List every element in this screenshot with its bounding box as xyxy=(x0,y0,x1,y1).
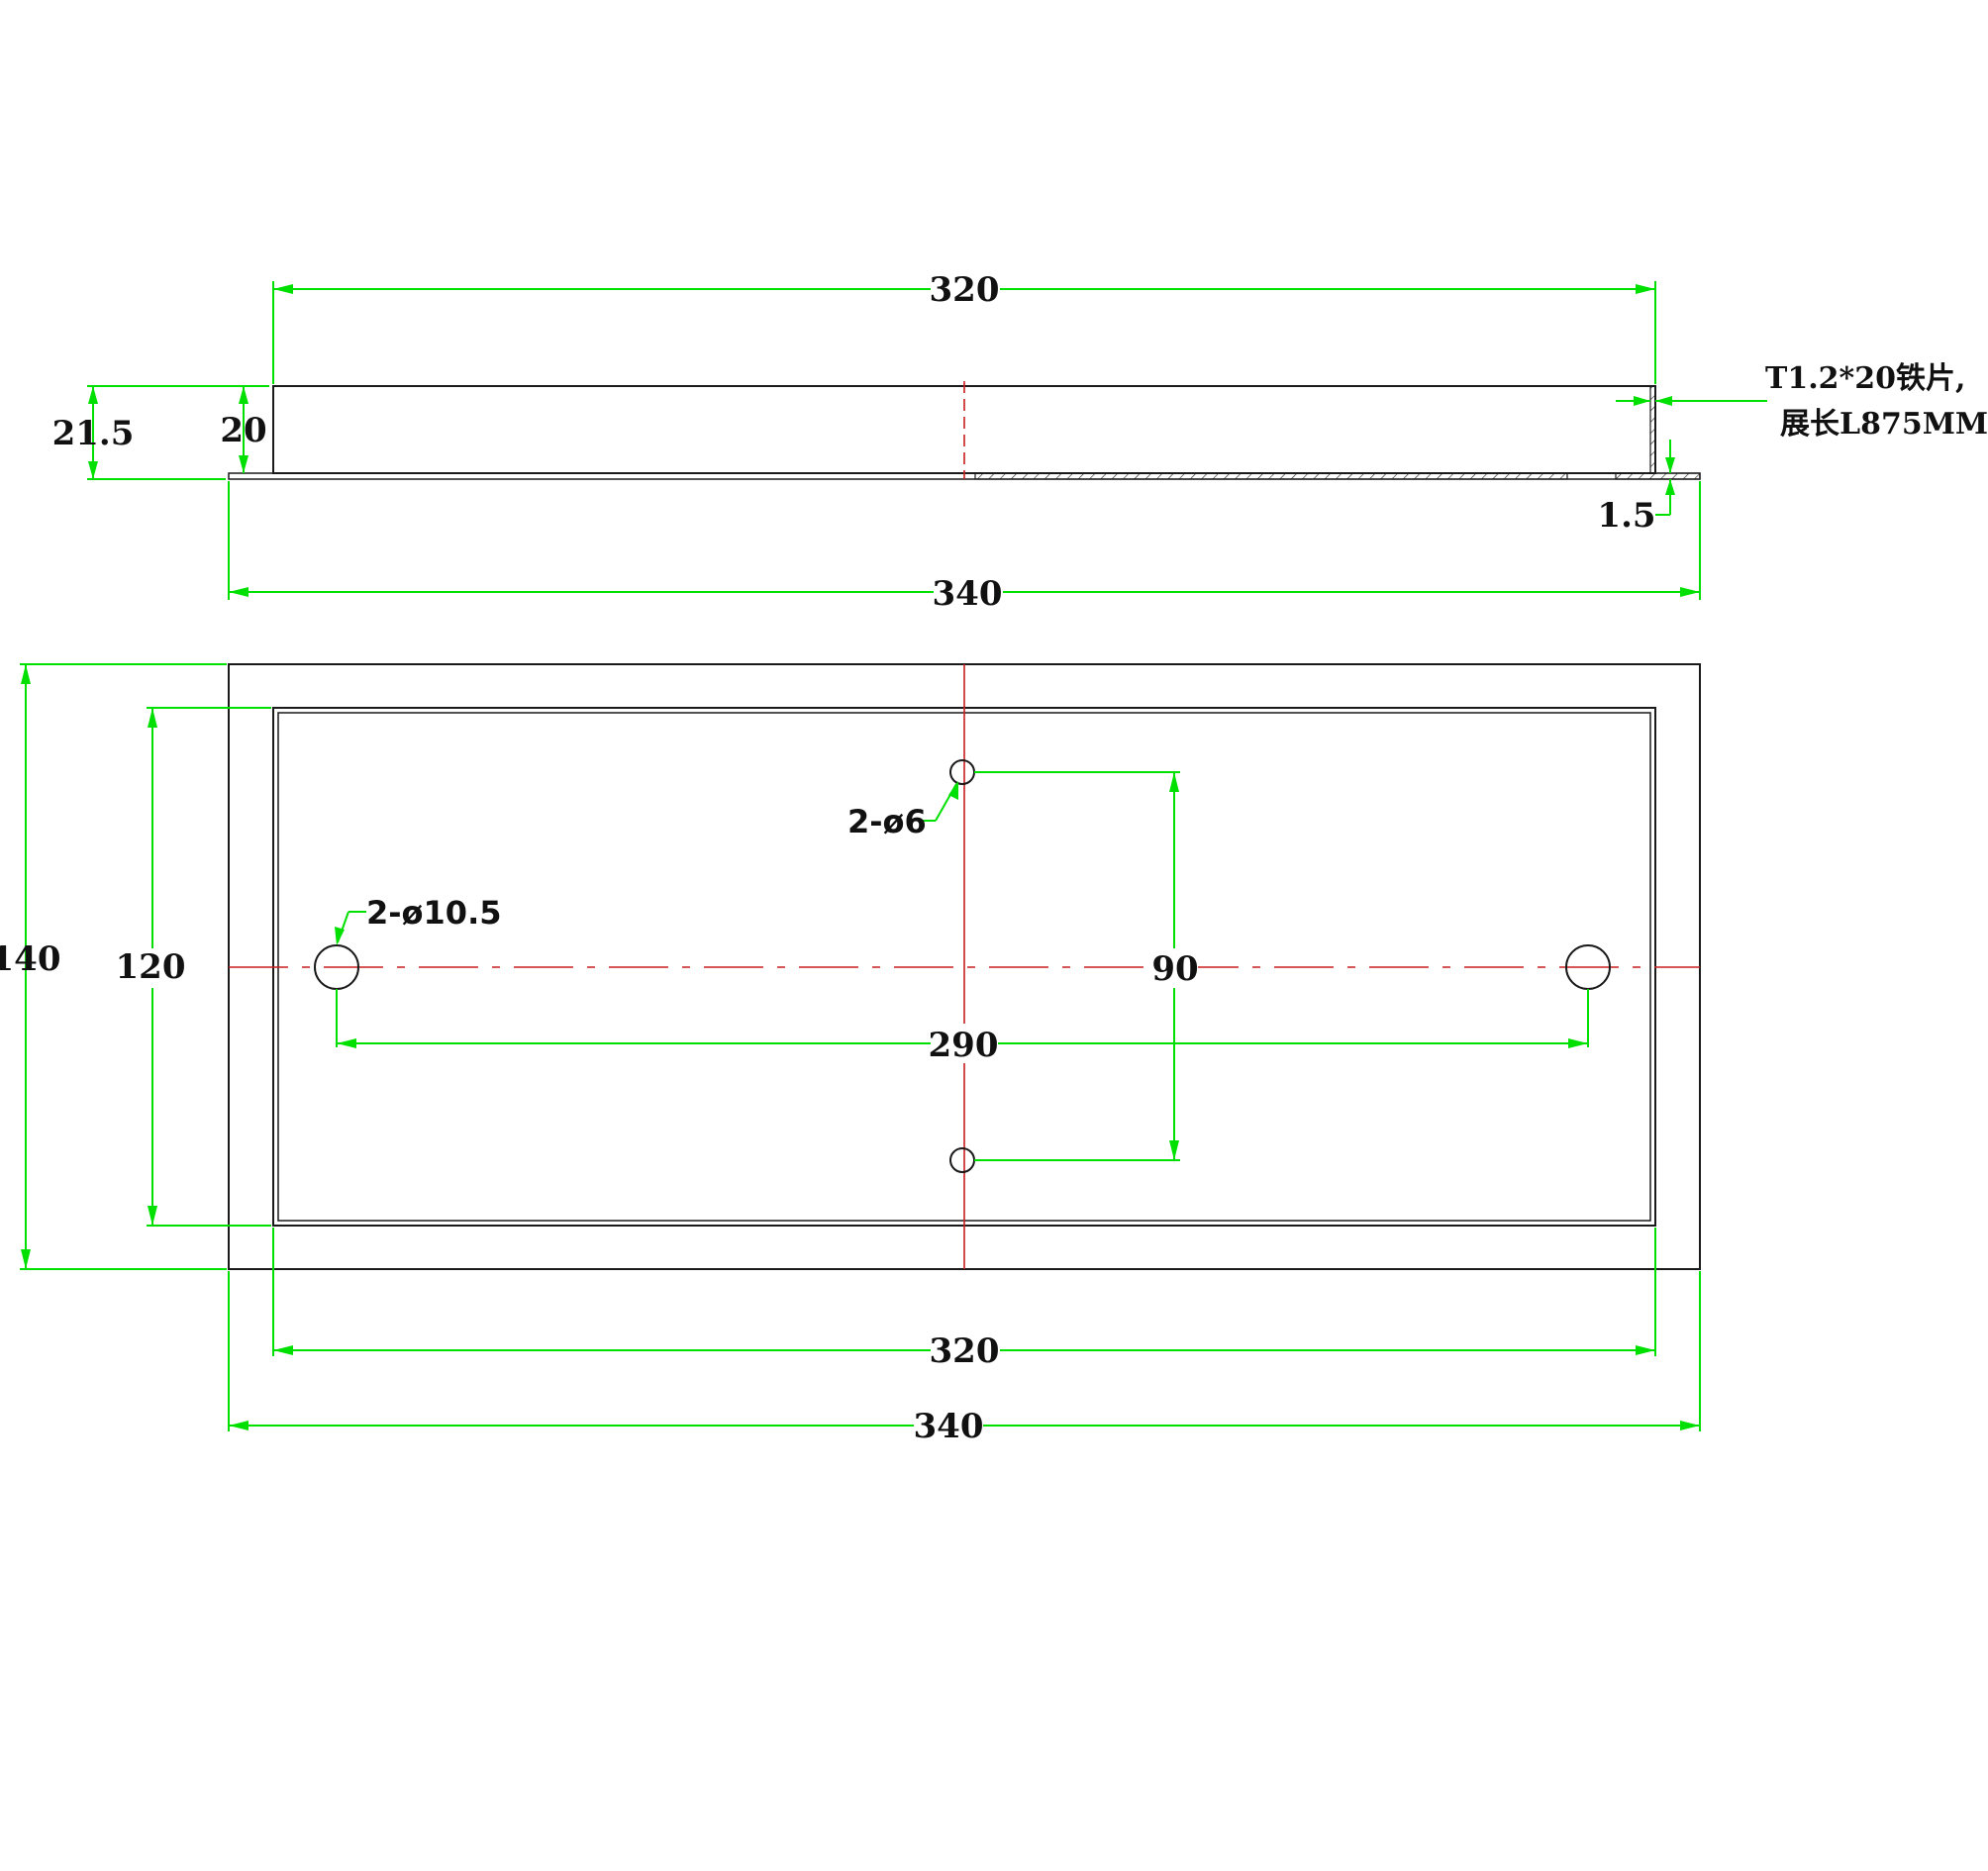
dim-side-21-5-label: 21.5 xyxy=(52,414,135,453)
dim-top-120: 120 xyxy=(116,707,271,1227)
callout-small-holes-label: 2-ø6 xyxy=(847,803,927,840)
callout-large-holes: 2-ø10.5 xyxy=(335,894,501,945)
dim-side-320-label: 320 xyxy=(930,270,1000,310)
dim-top-120-label: 120 xyxy=(116,947,186,987)
dim-top-140-label: 140 xyxy=(0,939,60,979)
side-view-hatched-section-end xyxy=(1615,472,1701,480)
dim-side-340-label: 340 xyxy=(933,574,1003,614)
dim-top-320: 320 xyxy=(272,1228,1656,1371)
material-note-line2: 展长L875MM xyxy=(1780,407,1988,442)
dim-side-20: 20 xyxy=(220,386,267,473)
side-view-hatched-section xyxy=(974,472,1568,480)
dim-top-90: 90 xyxy=(974,771,1199,1161)
top-view: 140 120 90 xyxy=(0,663,1701,1446)
dim-top-320-label: 320 xyxy=(930,1331,1000,1371)
dim-top-290: 290 xyxy=(336,989,1589,1065)
dim-side-340: 340 xyxy=(228,481,1701,614)
callout-large-holes-label: 2-ø10.5 xyxy=(366,894,501,932)
dim-side-1-5: 1.5 xyxy=(1597,440,1675,536)
side-view: 320 340 21.5 20 xyxy=(52,267,1988,614)
side-view-wall-section xyxy=(1649,385,1656,474)
dim-top-290-label: 290 xyxy=(929,1026,999,1065)
dim-top-90-label: 90 xyxy=(1151,949,1198,989)
dim-side-320: 320 xyxy=(272,267,1656,384)
material-note-line1: T1.2*20铁片, xyxy=(1765,361,1965,396)
dim-side-20-label: 20 xyxy=(220,411,266,450)
small-hole-bottom xyxy=(949,1147,975,1173)
dim-top-140: 140 xyxy=(0,663,227,1270)
dim-side-wall-thickness xyxy=(1616,396,1767,406)
dim-side-21-5: 21.5 xyxy=(52,385,269,480)
dim-side-1-5-label: 1.5 xyxy=(1597,496,1655,536)
callout-small-holes: 2-ø6 xyxy=(847,781,958,840)
dim-top-340-label: 340 xyxy=(914,1407,984,1446)
small-hole-top xyxy=(949,759,975,785)
dim-top-340: 340 xyxy=(228,1271,1701,1446)
